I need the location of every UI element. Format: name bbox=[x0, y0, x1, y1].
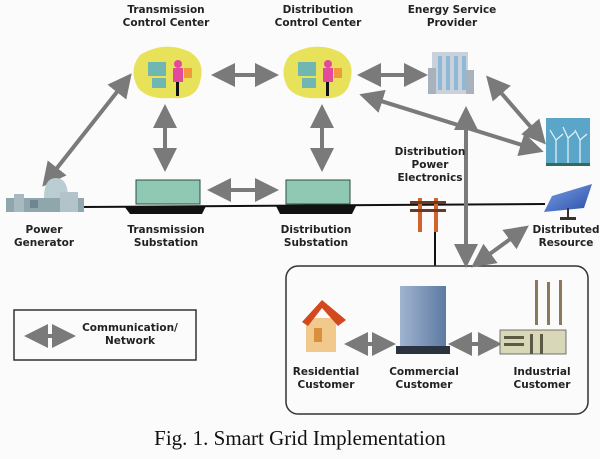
distribution-power-electronics-icon bbox=[410, 198, 446, 232]
arrow-customers-resource bbox=[471, 225, 529, 268]
power-generator-label: Power Generator bbox=[14, 224, 74, 250]
residential-customer-icon bbox=[302, 300, 346, 352]
distribution-substation-icon bbox=[276, 179, 356, 214]
distributed-resource-label: Distributed Resource bbox=[532, 224, 599, 250]
industrial-customer-icon bbox=[499, 280, 567, 355]
label-line: Customer bbox=[395, 379, 453, 391]
label-line: Industrial bbox=[513, 366, 571, 378]
label-line: Provider bbox=[426, 17, 478, 29]
label-line: Network bbox=[104, 335, 155, 347]
label-line: Generator bbox=[13, 237, 75, 249]
commercial-customer-label: Commercial Customer bbox=[389, 366, 459, 392]
label-line: Electronics bbox=[397, 172, 463, 184]
energy-service-provider-label: Energy Service Provider bbox=[408, 4, 497, 30]
distribution-control-center-label: Distribution Control Center bbox=[275, 4, 362, 30]
wind-turbine-icon bbox=[546, 118, 590, 166]
label-line: Distribution bbox=[394, 146, 466, 158]
distribution-substation-label: Distribution Substation bbox=[281, 224, 352, 250]
commercial-customer-icon bbox=[396, 286, 450, 354]
distribution-control-center-icon bbox=[283, 46, 352, 99]
industrial-customer-label: Industrial Customer bbox=[513, 366, 570, 392]
label-line: Customer bbox=[297, 379, 355, 391]
transmission-substation-icon bbox=[124, 179, 206, 214]
label-line: Customer bbox=[513, 379, 571, 391]
customer-group-box bbox=[285, 265, 589, 415]
label-line: Commercial bbox=[389, 366, 459, 378]
label-line: Transmission bbox=[127, 4, 205, 16]
transmission-control-center-label: Transmission Control Center bbox=[123, 4, 210, 30]
distribution-power-electronics-label: Distribution Power Electronics bbox=[395, 146, 466, 185]
power-generator-icon bbox=[6, 178, 84, 212]
legend-label: Communication/ Network bbox=[82, 322, 178, 348]
transmission-substation-label: Transmission Substation bbox=[127, 224, 204, 250]
energy-service-provider-icon bbox=[428, 52, 474, 94]
label-line: Transmission bbox=[127, 224, 205, 236]
label-line: Power bbox=[411, 159, 449, 171]
transmission-control-center-icon bbox=[133, 46, 202, 99]
arrow-esp-wind bbox=[486, 75, 546, 145]
label-line: Energy Service bbox=[407, 4, 497, 16]
label-line: Communication/ bbox=[82, 322, 178, 334]
arrow-generator-tcc bbox=[42, 73, 132, 187]
label-line: Distribution bbox=[280, 224, 352, 236]
label-line: Substation bbox=[283, 237, 349, 249]
label-line: Power bbox=[25, 224, 63, 236]
figure-caption: Fig. 1. Smart Grid Implementation bbox=[154, 426, 446, 450]
label-line: Distributed bbox=[532, 224, 600, 236]
label-line: Control Center bbox=[122, 17, 210, 29]
solar-panel-icon bbox=[544, 184, 592, 220]
legend-box bbox=[13, 309, 197, 361]
communication-arrows bbox=[24, 63, 546, 356]
label-line: Distribution bbox=[282, 4, 354, 16]
residential-customer-label: Residential Customer bbox=[293, 366, 359, 392]
label-line: Control Center bbox=[274, 17, 362, 29]
label-line: Substation bbox=[133, 237, 199, 249]
label-line: Resource bbox=[538, 237, 594, 249]
label-line: Residential bbox=[292, 366, 360, 378]
